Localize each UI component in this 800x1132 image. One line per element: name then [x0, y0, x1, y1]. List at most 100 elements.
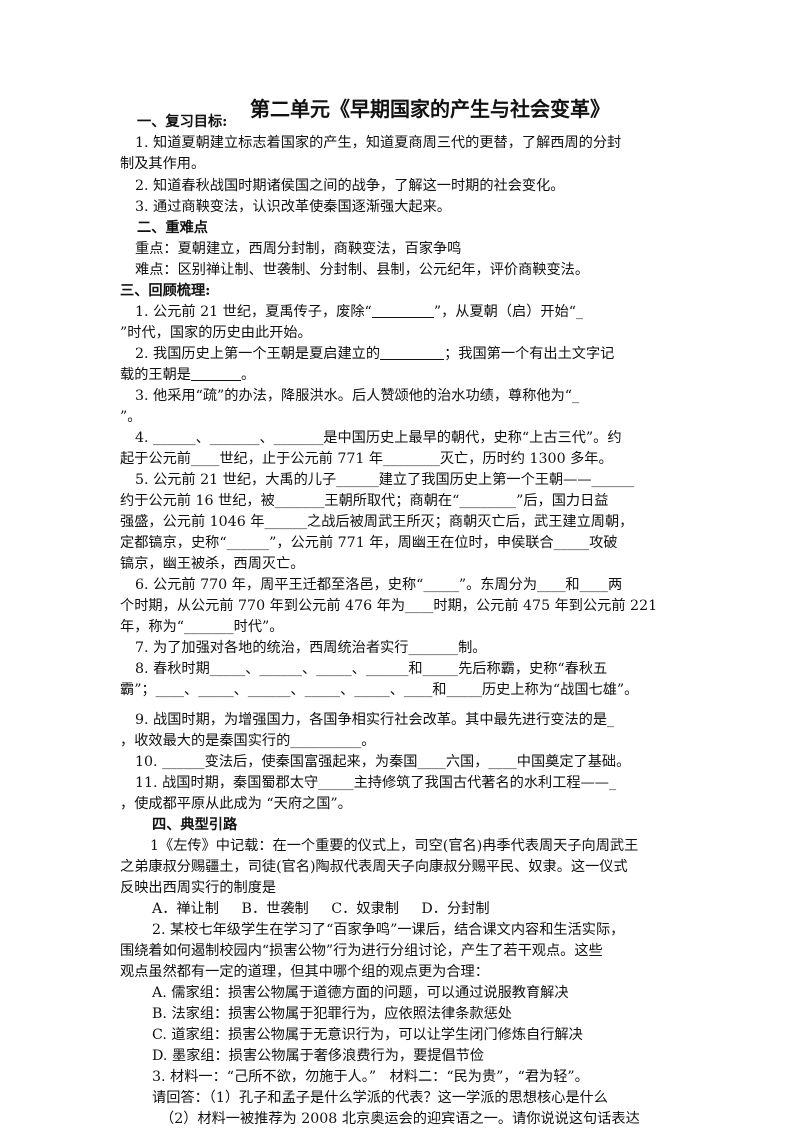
- line-text: 2. 某校七年级学生在学习了“百家争鸣”一课后，结合课文内容和生活实际，: [152, 922, 625, 938]
- line-text: 2. 知道春秋战国时期诸侯国之间的战争，了解这一时期的社会变化。: [135, 178, 565, 194]
- page-title: 第二单元《早期国家的产生与社会变革》: [250, 97, 610, 121]
- text-line: 3. 通过商鞅变法，认识改革使秦国逐渐强大起来。: [135, 197, 451, 217]
- line-text: 镐京，幽王被杀，西周灭亡。: [120, 556, 305, 572]
- text-line: 难点：区别禅让制、世袭制、分封制、县制，公元纪年，评价商鞅变法。: [135, 260, 589, 280]
- line-text: 霸”；____、_____、______、_____、_____、____和__…: [120, 682, 639, 698]
- text-line: 2. 某校七年级学生在学习了“百家争鸣”一课后，结合课文内容和生活实际，: [152, 920, 624, 940]
- line-text: 4. ______、_______、_______是中国历史上最早的朝代，史称“…: [135, 430, 622, 446]
- text-line: 9. 战国时期，为增强国力，各国争相实行社会改革。其中最先进行变法的是_: [135, 710, 614, 730]
- line-text: 重点：夏朝建立，西周分封制，商鞅变法，百家争鸣: [135, 241, 462, 257]
- line-text: 围绕着如何遏制校园内“损害公物”行为进行分组讨论，产生了若干观点。这些: [120, 943, 603, 959]
- line-text-rest: ”，从夏朝（启）开始“_: [433, 304, 584, 320]
- text-line: 2. 知道春秋战国时期诸侯国之间的战争，了解这一时期的社会变化。: [135, 176, 565, 196]
- line-text: A．禅让制 B．世袭制 C．奴隶制 D．分封制: [152, 901, 490, 917]
- text-line: ”。: [120, 407, 141, 427]
- line-text: 2. 我国历史上第一个王朝是夏启建立的: [135, 346, 381, 362]
- line-text: 3. 通过商鞅变法，认识改革使秦国逐渐强大起来。: [135, 199, 451, 215]
- text-line: 2. 我国历史上第一个王朝是夏启建立的 ；我国第一个有出土文字记: [135, 344, 614, 364]
- line-text: B. 法家组：损害公物属于犯罪行为，应依照法律条款惩处: [152, 1006, 512, 1022]
- line-text: 5. 公元前 21 世纪，大禹的儿子______建立了我国历史上第一个王朝——_…: [135, 472, 635, 488]
- text-line: 载的王朝是 。: [120, 365, 255, 385]
- text-line: 起于公元前____世纪，止于公元前 771 年________灭亡，历时约 13…: [120, 449, 613, 469]
- text-line: 10. ______变法后，使秦国富强起来，为秦国____六国，____中国奠定…: [135, 752, 630, 772]
- line-text: 载的王朝是: [120, 367, 191, 383]
- line-text: 之弟康叔分赐疆土，司徒(官名)陶叔代表周天子向康叔分赐平民、奴隶。这一仪式: [120, 859, 628, 875]
- text-line: 请回答：（1）孔子和孟子是什么学派的代表？这一学派的思想核心是什么: [152, 1088, 608, 1108]
- text-line: 定都镐京，史称“______”，公元前 771 年，周幽王在位时，申侯联合___…: [120, 533, 618, 553]
- text-line: ，收效最大的是秦国实行的__________。: [120, 731, 375, 751]
- line-text: 8. 春秋时期_____、______、_____、______和_____先后…: [135, 661, 608, 677]
- line-text-rest: ；我国第一个有出土文字记: [444, 346, 615, 362]
- text-line: A．禅让制 B．世袭制 C．奴隶制 D．分封制: [152, 899, 490, 919]
- section-heading: 三、回顾梳理:: [120, 281, 210, 301]
- line-text: 3. 他采用“疏”的办法，降服洪水。后人赞颂他的治水功绩，尊称他为“_: [135, 388, 580, 404]
- line-text: 一、复习目标:: [137, 114, 228, 130]
- text-line: ，使成都平原从此成为 “天府之国”。: [120, 794, 352, 814]
- line-text: 制及其作用。: [120, 156, 206, 172]
- section-heading: 二、重难点: [137, 218, 208, 238]
- line-text: 三、回顾梳理:: [120, 283, 211, 299]
- line-text: 1. 知道夏朝建立标志着国家的产生，知道夏商周三代的更替，了解西周的分封: [135, 135, 622, 151]
- text-line: 3. 材料一：“己所不欲，勿施于人。” 材料二：“民为贵”，“君为轻”。: [152, 1067, 589, 1087]
- line-text: 请回答：（1）孔子和孟子是什么学派的代表？这一学派的思想核心是什么: [152, 1090, 608, 1106]
- text-line: 11. 战国时期，秦国蜀郡太守_____主持修筑了我国古代著名的水利工程——_: [135, 773, 616, 793]
- text-line: 1《左传》中记载：在一个重要的仪式上，司空(官名)冉季代表周天子向周武王: [150, 836, 638, 856]
- text-line: 1. 知道夏朝建立标志着国家的产生，知道夏商周三代的更替，了解西周的分封: [135, 133, 621, 153]
- line-text: 强盛，公元前 1046 年______之战后被周武王所灭；商朝灭亡后，武王建立周…: [120, 514, 634, 530]
- text-line: ”时代，国家的历史由此开始。: [120, 323, 312, 343]
- text-line: 围绕着如何遏制校园内“损害公物”行为进行分组讨论，产生了若干观点。这些: [120, 941, 603, 961]
- text-line: 观点虽然都有一定的道理，但其中哪个组的观点更为合理：: [120, 962, 489, 982]
- line-text: 3. 材料一：“己所不欲，勿施于人。” 材料二：“民为贵”，“君为轻”。: [152, 1069, 589, 1085]
- line-text: 约于公元前 16 世纪，被_______王朝所取代；商朝在“________”后…: [120, 493, 609, 509]
- text-line: 之弟康叔分赐疆土，司徒(官名)陶叔代表周天子向康叔分赐平民、奴隶。这一仪式: [120, 857, 628, 877]
- text-line: 制及其作用。: [120, 154, 205, 174]
- line-text: A. 儒家组：损害公物属于道德方面的问题，可以通过说服教育解决: [152, 985, 569, 1001]
- answer-blank: [190, 366, 241, 381]
- text-line: D. 墨家组：损害公物属于奢侈浪费行为，要提倡节俭: [152, 1046, 484, 1066]
- line-text: ”时代，国家的历史由此开始。: [120, 325, 312, 341]
- line-text: C. 道家组：损害公物属于无意识行为，可以让学生闭门修炼自行解决: [152, 1027, 583, 1043]
- text-line: 1. 公元前 21 世纪，夏禹传子，废除“ ”，从夏朝（启）开始“_: [135, 302, 583, 322]
- line-text: 1. 公元前 21 世纪，夏禹传子，废除“: [135, 304, 372, 320]
- section-heading: 一、复习目标:: [137, 112, 227, 132]
- text-line: 8. 春秋时期_____、______、_____、______和_____先后…: [135, 659, 607, 679]
- line-text: 7. 为了加强对各地的统治，西周统治者实行_______制。: [135, 640, 487, 656]
- text-line: C. 道家组：损害公物属于无意识行为，可以让学生闭门修炼自行解决: [152, 1025, 583, 1045]
- text-line: 反映出西周实行的制度是: [120, 878, 276, 898]
- line-text: 四、典型引路: [152, 817, 238, 833]
- text-line: B. 法家组：损害公物属于犯罪行为，应依照法律条款惩处: [152, 1004, 512, 1024]
- line-text: 二、重难点: [137, 220, 208, 236]
- line-text: 10. ______变法后，使秦国富强起来，为秦国____六国，____中国奠定…: [135, 754, 631, 770]
- section-heading: 四、典型引路: [152, 815, 237, 835]
- text-line: 7. 为了加强对各地的统治，西周统治者实行_______制。: [135, 638, 486, 658]
- text-line: 重点：夏朝建立，西周分封制，商鞅变法，百家争鸣: [135, 239, 461, 259]
- line-text: （2）材料一被推荐为 2008 北京奥运会的迎宾语之一。请你说说这句话表达: [160, 1111, 640, 1127]
- text-line: 强盛，公元前 1046 年______之战后被周武王所灭；商朝灭亡后，武王建立周…: [120, 512, 633, 532]
- line-text: ，收效最大的是秦国实行的__________。: [120, 733, 376, 749]
- answer-blank: [371, 303, 434, 318]
- text-line: 个时期，从公元前 770 年到公元前 476 年为____时期，公元前 475 …: [120, 596, 657, 616]
- line-text: 6. 公元前 770 年，周平王迁都至洛邑，史称“_____”。东周分为____…: [135, 577, 623, 593]
- line-text: 1《左传》中记载：在一个重要的仪式上，司空(官名)冉季代表周天子向周武王: [150, 838, 639, 854]
- text-line: 年，称为“_______时代”。: [120, 617, 283, 637]
- line-text: 个时期，从公元前 770 年到公元前 476 年为____时期，公元前 475 …: [120, 598, 658, 614]
- line-text: ，使成都平原从此成为 “天府之国”。: [120, 796, 352, 812]
- line-text: ”。: [120, 409, 142, 425]
- text-line: 约于公元前 16 世纪，被_______王朝所取代；商朝在“________”后…: [120, 491, 609, 511]
- line-text: 11. 战国时期，秦国蜀郡太守_____主持修筑了我国古代著名的水利工程——_: [135, 775, 617, 791]
- line-text: 起于公元前____世纪，止于公元前 771 年________灭亡，历时约 13…: [120, 451, 613, 467]
- text-line: 6. 公元前 770 年，周平王迁都至洛邑，史称“_____”。东周分为____…: [135, 575, 622, 595]
- line-text: 观点虽然都有一定的道理，但其中哪个组的观点更为合理：: [120, 964, 489, 980]
- text-line: 霸”；____、_____、______、_____、_____、____和__…: [120, 680, 638, 700]
- line-text: D. 墨家组：损害公物属于奢侈浪费行为，要提倡节俭: [152, 1048, 485, 1064]
- text-line: 镐京，幽王被杀，西周灭亡。: [120, 554, 304, 574]
- line-text: 反映出西周实行的制度是: [120, 880, 277, 896]
- line-text: 定都镐京，史称“______”，公元前 771 年，周幽王在位时，申侯联合___…: [120, 535, 618, 551]
- line-text-rest: 。: [240, 367, 256, 383]
- text-line: 3. 他采用“疏”的办法，降服洪水。后人赞颂他的治水功绩，尊称他为“_: [135, 386, 579, 406]
- line-text: 年，称为“_______时代”。: [120, 619, 284, 635]
- text-line: （2）材料一被推荐为 2008 北京奥运会的迎宾语之一。请你说说这句话表达: [160, 1109, 640, 1129]
- text-line: A. 儒家组：损害公物属于道德方面的问题，可以通过说服教育解决: [152, 983, 569, 1003]
- line-text: 9. 战国时期，为增强国力，各国争相实行社会改革。其中最先进行变法的是_: [135, 712, 615, 728]
